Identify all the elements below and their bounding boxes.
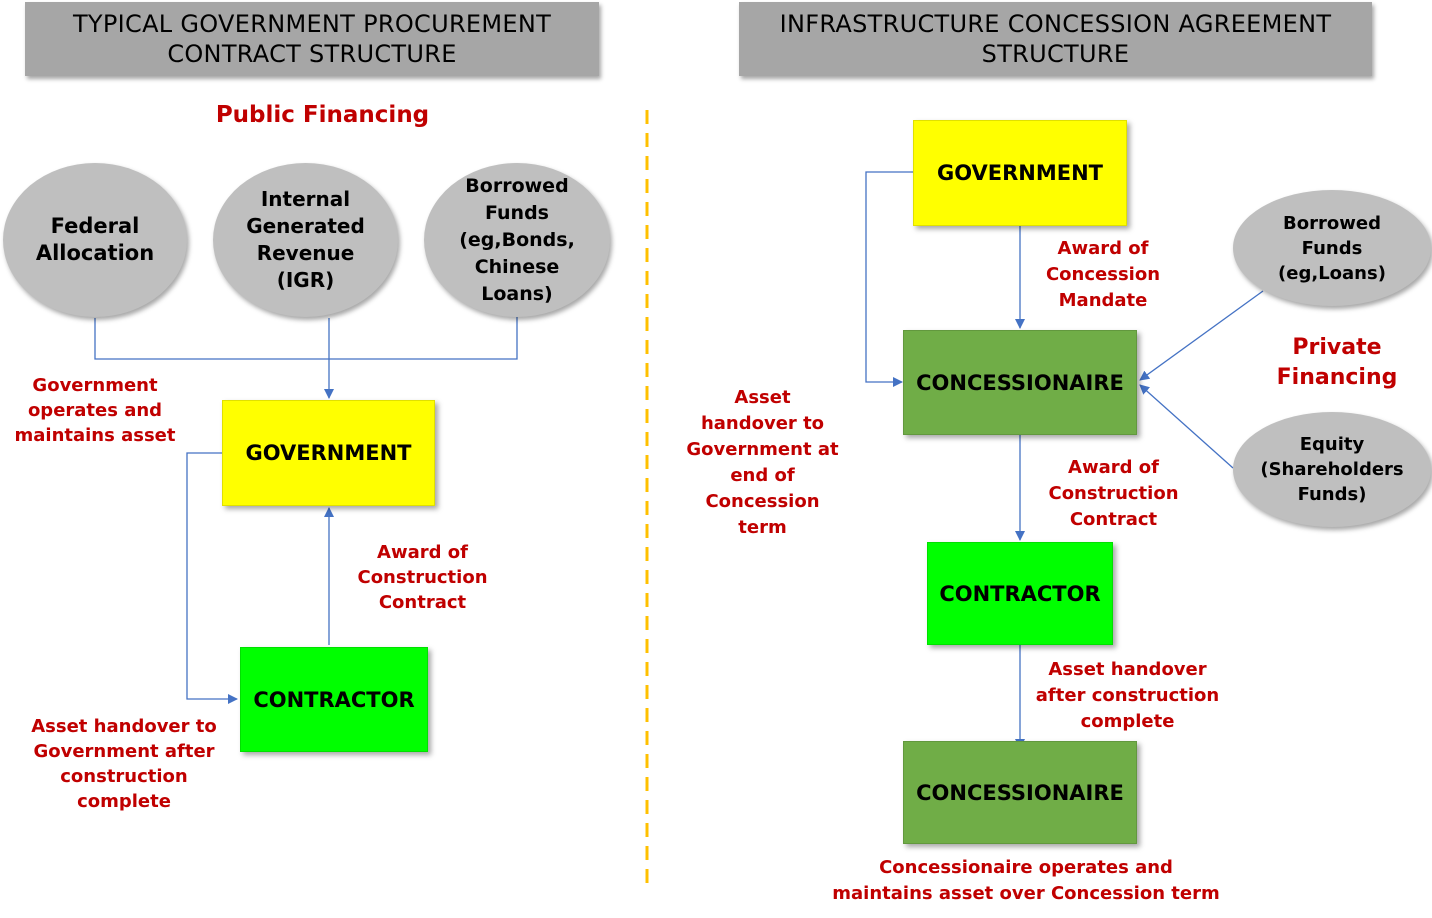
borrowed-to-concessionaire-arrow xyxy=(1139,290,1264,381)
left-handover-label: Asset handover to Government after const… xyxy=(31,716,217,812)
right-government-box: GOVERNMENT xyxy=(913,120,1127,226)
right-borrowed-funds-oval: Borrowed Funds (eg,Loans) xyxy=(1233,190,1431,306)
right-award-contract-label: Award of Construction Contract xyxy=(1048,457,1179,530)
sources-merge-connector xyxy=(94,310,518,360)
left-header: TYPICAL GOVERNMENT PROCUREMENT CONTRACT … xyxy=(25,2,599,76)
gov-operates-label: Government operates and maintains asset xyxy=(14,375,176,446)
handover-end-label: Asset handover to Government at end of C… xyxy=(686,387,839,538)
right-concessionaire-box: CONCESSIONAIRE xyxy=(903,330,1137,435)
igr-oval: Internal Generated Revenue (IGR) xyxy=(213,163,398,317)
left-award-label: Award of Construction Contract xyxy=(357,542,488,613)
gov-loop-arrow xyxy=(865,171,913,387)
private-financing-label: Private Financing xyxy=(1276,335,1398,390)
handover-after-label: Asset handover after construction comple… xyxy=(1035,659,1220,732)
public-financing-label: Public Financing xyxy=(215,102,430,128)
federal-allocation-oval: Federal Allocation xyxy=(3,163,187,317)
right-concessionaire-2-box: CONCESSIONAIRE xyxy=(903,741,1137,844)
right-contractor-box: CONTRACTOR xyxy=(927,542,1113,645)
left-contractor-box: CONTRACTOR xyxy=(240,647,428,752)
concessionaire-operates-label: Concessionaire operates and maintains as… xyxy=(832,857,1220,904)
left-government-box: GOVERNMENT xyxy=(222,400,435,506)
equity-oval: Equity (Shareholders Funds) xyxy=(1233,412,1431,527)
equity-to-concessionaire-arrow xyxy=(1139,384,1234,469)
borrowed-funds-oval: Borrowed Funds (eg,Bonds, Chinese Loans) xyxy=(424,163,610,317)
right-header: INFRASTRUCTURE CONCESSION AGREEMENT STRU… xyxy=(739,2,1372,76)
award-mandate-label: Award of Concession Mandate xyxy=(1045,238,1161,311)
government-to-contractor-arrow xyxy=(186,452,238,704)
